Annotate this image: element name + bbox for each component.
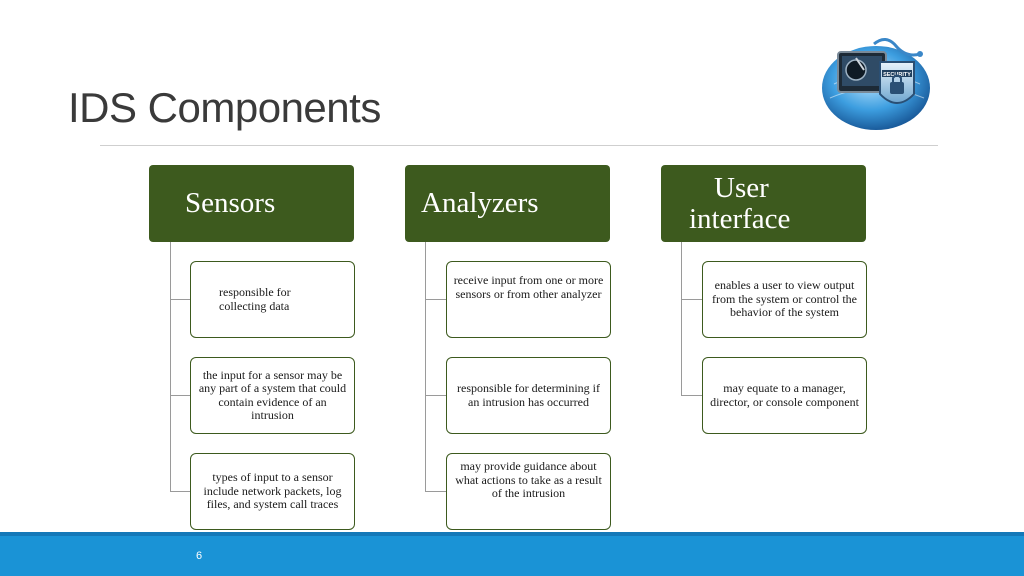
page-number: 6 bbox=[196, 550, 203, 562]
sensors-header: Sensors bbox=[149, 165, 354, 242]
footer-divider bbox=[0, 532, 1024, 536]
footer-band bbox=[0, 532, 1024, 576]
user-interface-header: User interface bbox=[661, 165, 866, 242]
analyzers-header: Analyzers bbox=[405, 165, 610, 242]
analyzers-item-3: may provide guidance about what actions … bbox=[446, 453, 611, 530]
analyzers-branch-1 bbox=[425, 299, 446, 300]
user-interface-branch-1 bbox=[681, 299, 702, 300]
user-interface-item-1: enables a user to view output from the s… bbox=[702, 261, 867, 338]
sensors-tree-trunk bbox=[170, 242, 171, 491]
user-interface-branch-2 bbox=[681, 395, 702, 396]
analyzers-branch-3 bbox=[425, 491, 446, 492]
user-interface-tree-trunk bbox=[681, 242, 682, 395]
sensors-branch-3 bbox=[170, 491, 190, 492]
sensors-item-1: responsible for collecting data bbox=[190, 261, 355, 338]
sensors-branch-1 bbox=[170, 299, 190, 300]
title-divider bbox=[100, 145, 938, 146]
sensors-branch-2 bbox=[170, 395, 190, 396]
sensors-item-2: the input for a sensor may be any part o… bbox=[190, 357, 355, 434]
analyzers-item-1: receive input from one or more sensors o… bbox=[446, 261, 611, 338]
analyzers-item-2: responsible for determining if an intrus… bbox=[446, 357, 611, 434]
analyzers-tree-trunk bbox=[425, 242, 426, 491]
sensors-item-3: types of input to a sensor include netwo… bbox=[190, 453, 355, 530]
user-interface-item-2: may equate to a manager, director, or co… bbox=[702, 357, 867, 434]
analyzers-branch-2 bbox=[425, 395, 446, 396]
slide-title: IDS Components bbox=[68, 84, 381, 131]
security-shield-monitor-icon: SECURITY bbox=[816, 24, 934, 132]
